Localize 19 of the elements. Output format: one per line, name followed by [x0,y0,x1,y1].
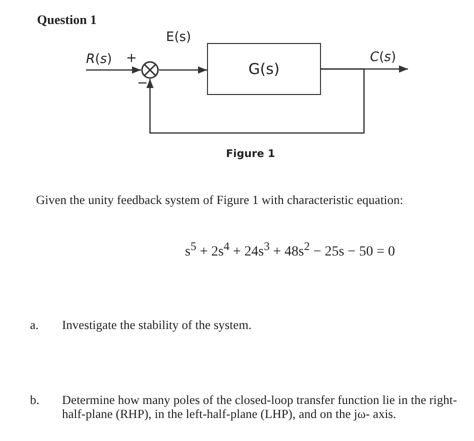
summing-junction [141,61,159,79]
question-heading: Question 1 [37,12,97,28]
block-box [207,43,321,95]
item-marker: b. [30,393,40,408]
signal-label: C(s) [370,50,396,65]
question-text: Investigate the stability of the system. [62,318,253,332]
sign-label: − [137,77,148,92]
sign-label: + [126,52,137,67]
arrow [159,66,207,74]
equation: s$^{5}$ + 2s$^{4}$ + 24s$^{3}$ + 48s$^{2}$ − 25s − 50 = 0 [184,240,396,261]
block-label: G(s) [248,60,280,78]
feedback-arrow [146,68,365,134]
signal-label: R(s) [86,52,112,67]
question-text: Given the unity feedback system of Figure 1 with characteristic equation: [36,193,404,208]
arrow [86,66,141,74]
item-marker: a. [30,318,39,332]
figure-caption: Figure 1 [226,148,276,160]
signal-label: E(s) [166,30,192,45]
question-text: Determine how many poles of the closed-loop transfer function lie in the right-half-plane (RHP), in the left-half-plane (LHP), and on the jω- axis. [62,393,458,422]
